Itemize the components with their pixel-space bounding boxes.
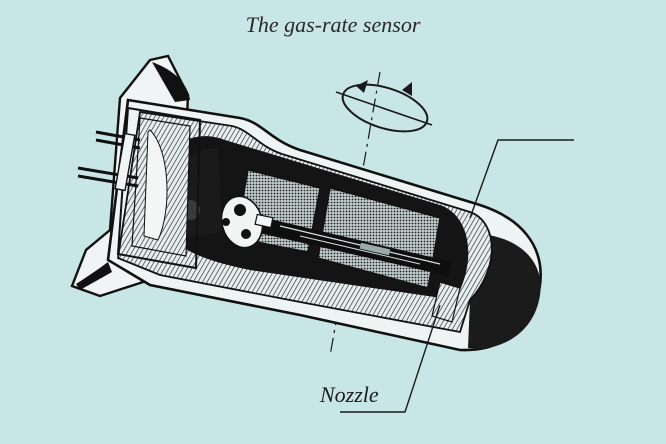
casing-leader-line [469, 139, 574, 219]
diagram-title: The gas-rate sensor [245, 12, 421, 37]
nozzle-outlet [431, 281, 461, 323]
connector-pins [77, 130, 141, 192]
sensor-body [70, 54, 542, 352]
rear-housing [116, 106, 202, 270]
nozzle-leader-line [340, 304, 441, 413]
rotation-arrow-icon [335, 80, 433, 133]
nozzle-assembly [220, 195, 274, 249]
nozzle-label: Nozzle [320, 382, 379, 407]
